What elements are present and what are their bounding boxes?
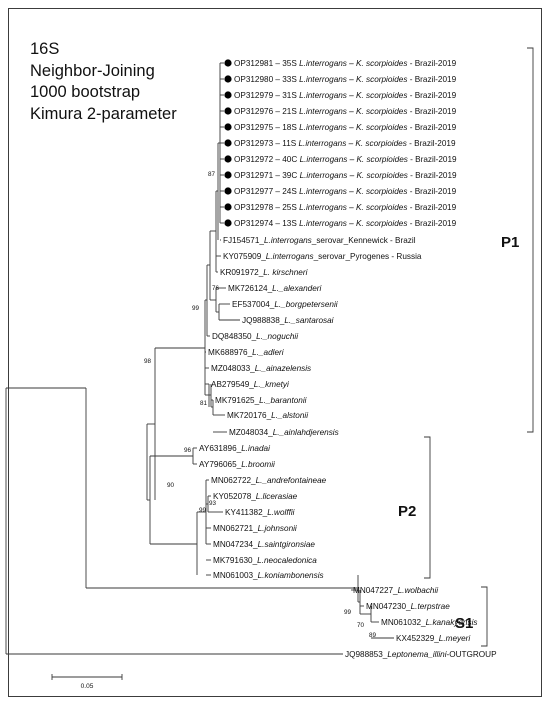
sample-marker-icon bbox=[224, 75, 232, 83]
sample-marker-icon bbox=[224, 203, 232, 211]
header-line-bootstrap: 1000 bootstrap bbox=[30, 83, 141, 101]
bootstrap-label: 93 bbox=[209, 500, 217, 507]
leaf-label: MN047230_L.terpstrae bbox=[366, 602, 450, 611]
leaf-label: OP312978 – 25S L.interrogans – K. scorpi… bbox=[234, 203, 457, 212]
bootstrap-label: 76 bbox=[212, 285, 220, 292]
leaf-label: MK726124_L._alexanderi bbox=[228, 284, 321, 293]
header-line-model: Kimura 2-parameter bbox=[30, 104, 177, 123]
leaf-label: MZ048034_L._ainlahdjerensis bbox=[229, 428, 339, 437]
sample-marker-icon bbox=[224, 171, 232, 179]
leaf-label: AB279549_L._kmetyi bbox=[211, 380, 289, 389]
leaf-label: KR091972_L. kirschneri bbox=[220, 268, 308, 277]
leaf-label: OP312977 – 24S L.interrogans – K. scorpi… bbox=[234, 187, 457, 196]
leaf-label: OP312975 – 18S L.interrogans – K. scorpi… bbox=[234, 123, 457, 132]
leaf-label: OP312979 – 31S L.interrogans – K. scorpi… bbox=[234, 91, 457, 100]
sample-marker-icon bbox=[224, 155, 232, 163]
bootstrap-label: 98 bbox=[144, 358, 152, 365]
leaf-label: MK791630_L.neocaledonica bbox=[213, 556, 317, 565]
sample-marker-icon bbox=[224, 107, 232, 115]
bootstrap-label: 96 bbox=[184, 447, 192, 454]
leaf-label: MK688976_L._adleri bbox=[208, 348, 284, 357]
leaf-label: MK720176_L._alstonii bbox=[227, 411, 308, 420]
leaf-label: KX452329_L.meyeri bbox=[396, 634, 470, 643]
tree-branches bbox=[5, 62, 394, 655]
group-bracket bbox=[481, 586, 488, 647]
leaf-label: KY411382_L.wolffii bbox=[225, 508, 295, 517]
leaf-label: AY631896_L.inadai bbox=[199, 444, 270, 453]
leaf-labels: OP312981 – 35S L.interrogans – K. scorpi… bbox=[199, 59, 497, 659]
leaf-label: EF537004_L._borgpetersenii bbox=[232, 300, 338, 309]
leaf-label: OP312971 – 39C L.interrogans – K. scorpi… bbox=[234, 171, 457, 180]
leaf-label: MN061032_L.kanakyensis bbox=[381, 618, 478, 627]
leaf-label: MK791625_L._barantonii bbox=[215, 396, 307, 405]
leaf-label: JQ988838_L._santarosai bbox=[242, 316, 334, 325]
header-line-method: Neighbor-Joining bbox=[30, 61, 155, 80]
leaf-label: KY052078_L.licerasiae bbox=[213, 492, 298, 501]
leaf-label: OP312974 – 13S L.interrogans – K. scorpi… bbox=[234, 219, 457, 228]
leaf-label: AY796065_L.broomii bbox=[199, 460, 275, 469]
bootstrap-label: 99 bbox=[199, 507, 207, 514]
leaf-label: JQ988853_Leptonema_illini-OUTGROUP bbox=[345, 650, 497, 659]
group-label: P2 bbox=[398, 503, 416, 520]
sample-marker-icon bbox=[224, 123, 232, 131]
leaf-label: DQ848350_L._noguchii bbox=[212, 332, 298, 341]
bootstrap-label: 81 bbox=[200, 400, 208, 407]
leaf-label: MN061003_L.koniambonensis bbox=[213, 571, 324, 580]
group-bracket bbox=[527, 47, 534, 433]
method-header: 16S Neighbor-Joining 1000 bootstrap Kimu… bbox=[30, 39, 177, 125]
leaf-label: MN047227_L.wolbachii bbox=[353, 586, 438, 595]
bootstrap-label: 90 bbox=[167, 482, 175, 489]
leaf-label: KY075909_L.interrogans_serovar_Pyrogenes… bbox=[223, 252, 422, 261]
leaf-label: OP312980 – 33S L.interrogans – K. scorpi… bbox=[234, 75, 457, 84]
group-label: P1 bbox=[501, 234, 519, 251]
group-bracket bbox=[424, 436, 431, 579]
sample-marker-icon bbox=[224, 187, 232, 195]
header-line-marker: 16S bbox=[30, 40, 60, 58]
leaf-label: MZ048033_L._ainazelensis bbox=[211, 364, 311, 373]
bootstrap-label: 99 bbox=[192, 305, 200, 312]
sample-marker-icon bbox=[224, 139, 232, 147]
sample-marker-icon bbox=[224, 59, 232, 67]
scale-bar-label: 0.05 bbox=[81, 683, 94, 690]
leaf-label: MN062721_L.johnsonii bbox=[213, 524, 297, 533]
bootstrap-label: 99 bbox=[344, 609, 352, 616]
scale-bar: 0.05 bbox=[51, 674, 123, 690]
sample-marker-icon bbox=[224, 219, 232, 227]
leaf-label: OP312976 – 21S L.interrogans – K. scorpi… bbox=[234, 107, 457, 116]
leaf-label: OP312973 – 11S L.interrogans – K. scorpi… bbox=[234, 139, 456, 148]
sample-marker-icon bbox=[224, 91, 232, 99]
leaf-label: FJ154571_L.interrogans_serovar_Kennewick… bbox=[223, 236, 416, 245]
leaf-label: MN062722_L._andrefontaineae bbox=[211, 476, 327, 485]
leaf-label: MN047234_L.saintgironsiae bbox=[213, 540, 315, 549]
figure-frame bbox=[8, 8, 542, 697]
group-label: S1 bbox=[455, 615, 473, 632]
bootstrap-label: 87 bbox=[208, 171, 216, 178]
leaf-label: OP312972 – 40C L.interrogans – K. scorpi… bbox=[234, 155, 457, 164]
leaf-label: OP312981 – 35S L.interrogans – K. scorpi… bbox=[234, 59, 457, 68]
bootstrap-label: 89 bbox=[369, 632, 377, 639]
bootstrap-label: 70 bbox=[357, 622, 365, 629]
